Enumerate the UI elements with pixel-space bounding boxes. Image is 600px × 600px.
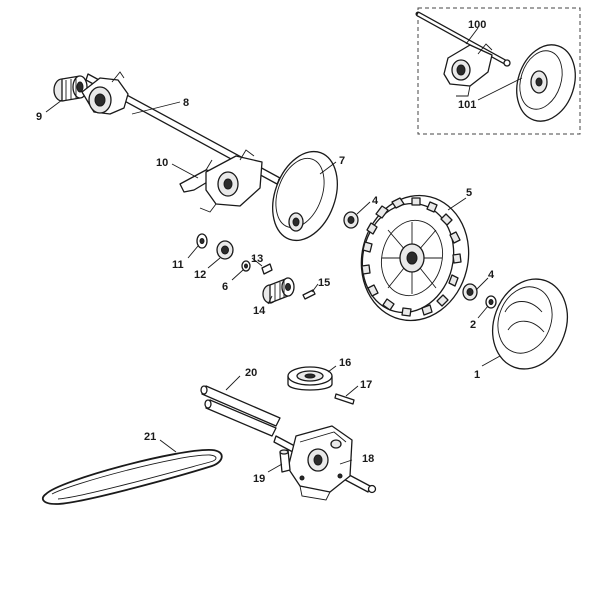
callout-100: 100 <box>468 19 486 31</box>
callout-21: 21 <box>144 431 156 443</box>
part-9-bush <box>53 75 88 102</box>
part-11-washer <box>196 233 208 249</box>
part-21-belt <box>41 449 223 505</box>
inset-frame <box>417 7 581 135</box>
part-14-pinion <box>262 277 295 304</box>
callout-19: 19 <box>253 473 265 485</box>
callout-5: 5 <box>466 187 472 199</box>
part-4-bearing-lower <box>462 283 478 301</box>
inset-wheel-cover <box>516 44 576 122</box>
callout-12: 12 <box>194 269 206 281</box>
part-16-pulley <box>287 366 333 391</box>
callout-4-upper: 4 <box>372 195 379 207</box>
part-15-pin <box>302 289 316 300</box>
part-2-washer <box>485 295 497 309</box>
callout-14: 14 <box>253 305 266 317</box>
shaft-right-bracket <box>199 149 263 213</box>
part-5-wheel <box>360 194 470 322</box>
part-18-gearbox <box>273 425 377 501</box>
part-17-pin <box>334 393 355 405</box>
callout-18: 18 <box>362 453 374 465</box>
callout-1: 1 <box>474 369 480 381</box>
part-7-wheel-cover <box>272 150 338 242</box>
callout-101: 101 <box>458 99 476 111</box>
callout-labels: 100 101 8 9 10 7 4 5 11 12 6 13 14 15 4 … <box>36 19 495 485</box>
part-8-shaft <box>81 71 287 186</box>
part-4-bearing-upper <box>343 211 359 229</box>
part-13-key <box>261 263 273 275</box>
callout-8: 8 <box>183 97 189 109</box>
callout-9: 9 <box>36 111 42 123</box>
callout-4-lower: 4 <box>488 269 495 281</box>
inset-view <box>415 7 581 135</box>
part-20-tubes <box>200 385 281 437</box>
part-12-bearing <box>216 240 234 260</box>
callout-6: 6 <box>222 281 228 293</box>
callout-11: 11 <box>172 259 184 271</box>
callout-15: 15 <box>318 277 330 289</box>
part-6-washer <box>241 260 251 272</box>
callout-10: 10 <box>156 157 168 169</box>
callout-20: 20 <box>245 367 257 379</box>
callout-2: 2 <box>470 319 476 331</box>
wheel-tread <box>361 197 462 317</box>
callout-7: 7 <box>339 155 345 167</box>
callout-13: 13 <box>251 253 263 265</box>
part-19-bolt <box>279 449 291 473</box>
leader-lines <box>45 27 523 473</box>
inset-bracket <box>443 43 493 97</box>
part-1-outer-cover <box>492 278 568 370</box>
callout-16: 16 <box>339 357 351 369</box>
callout-17: 17 <box>360 379 372 391</box>
